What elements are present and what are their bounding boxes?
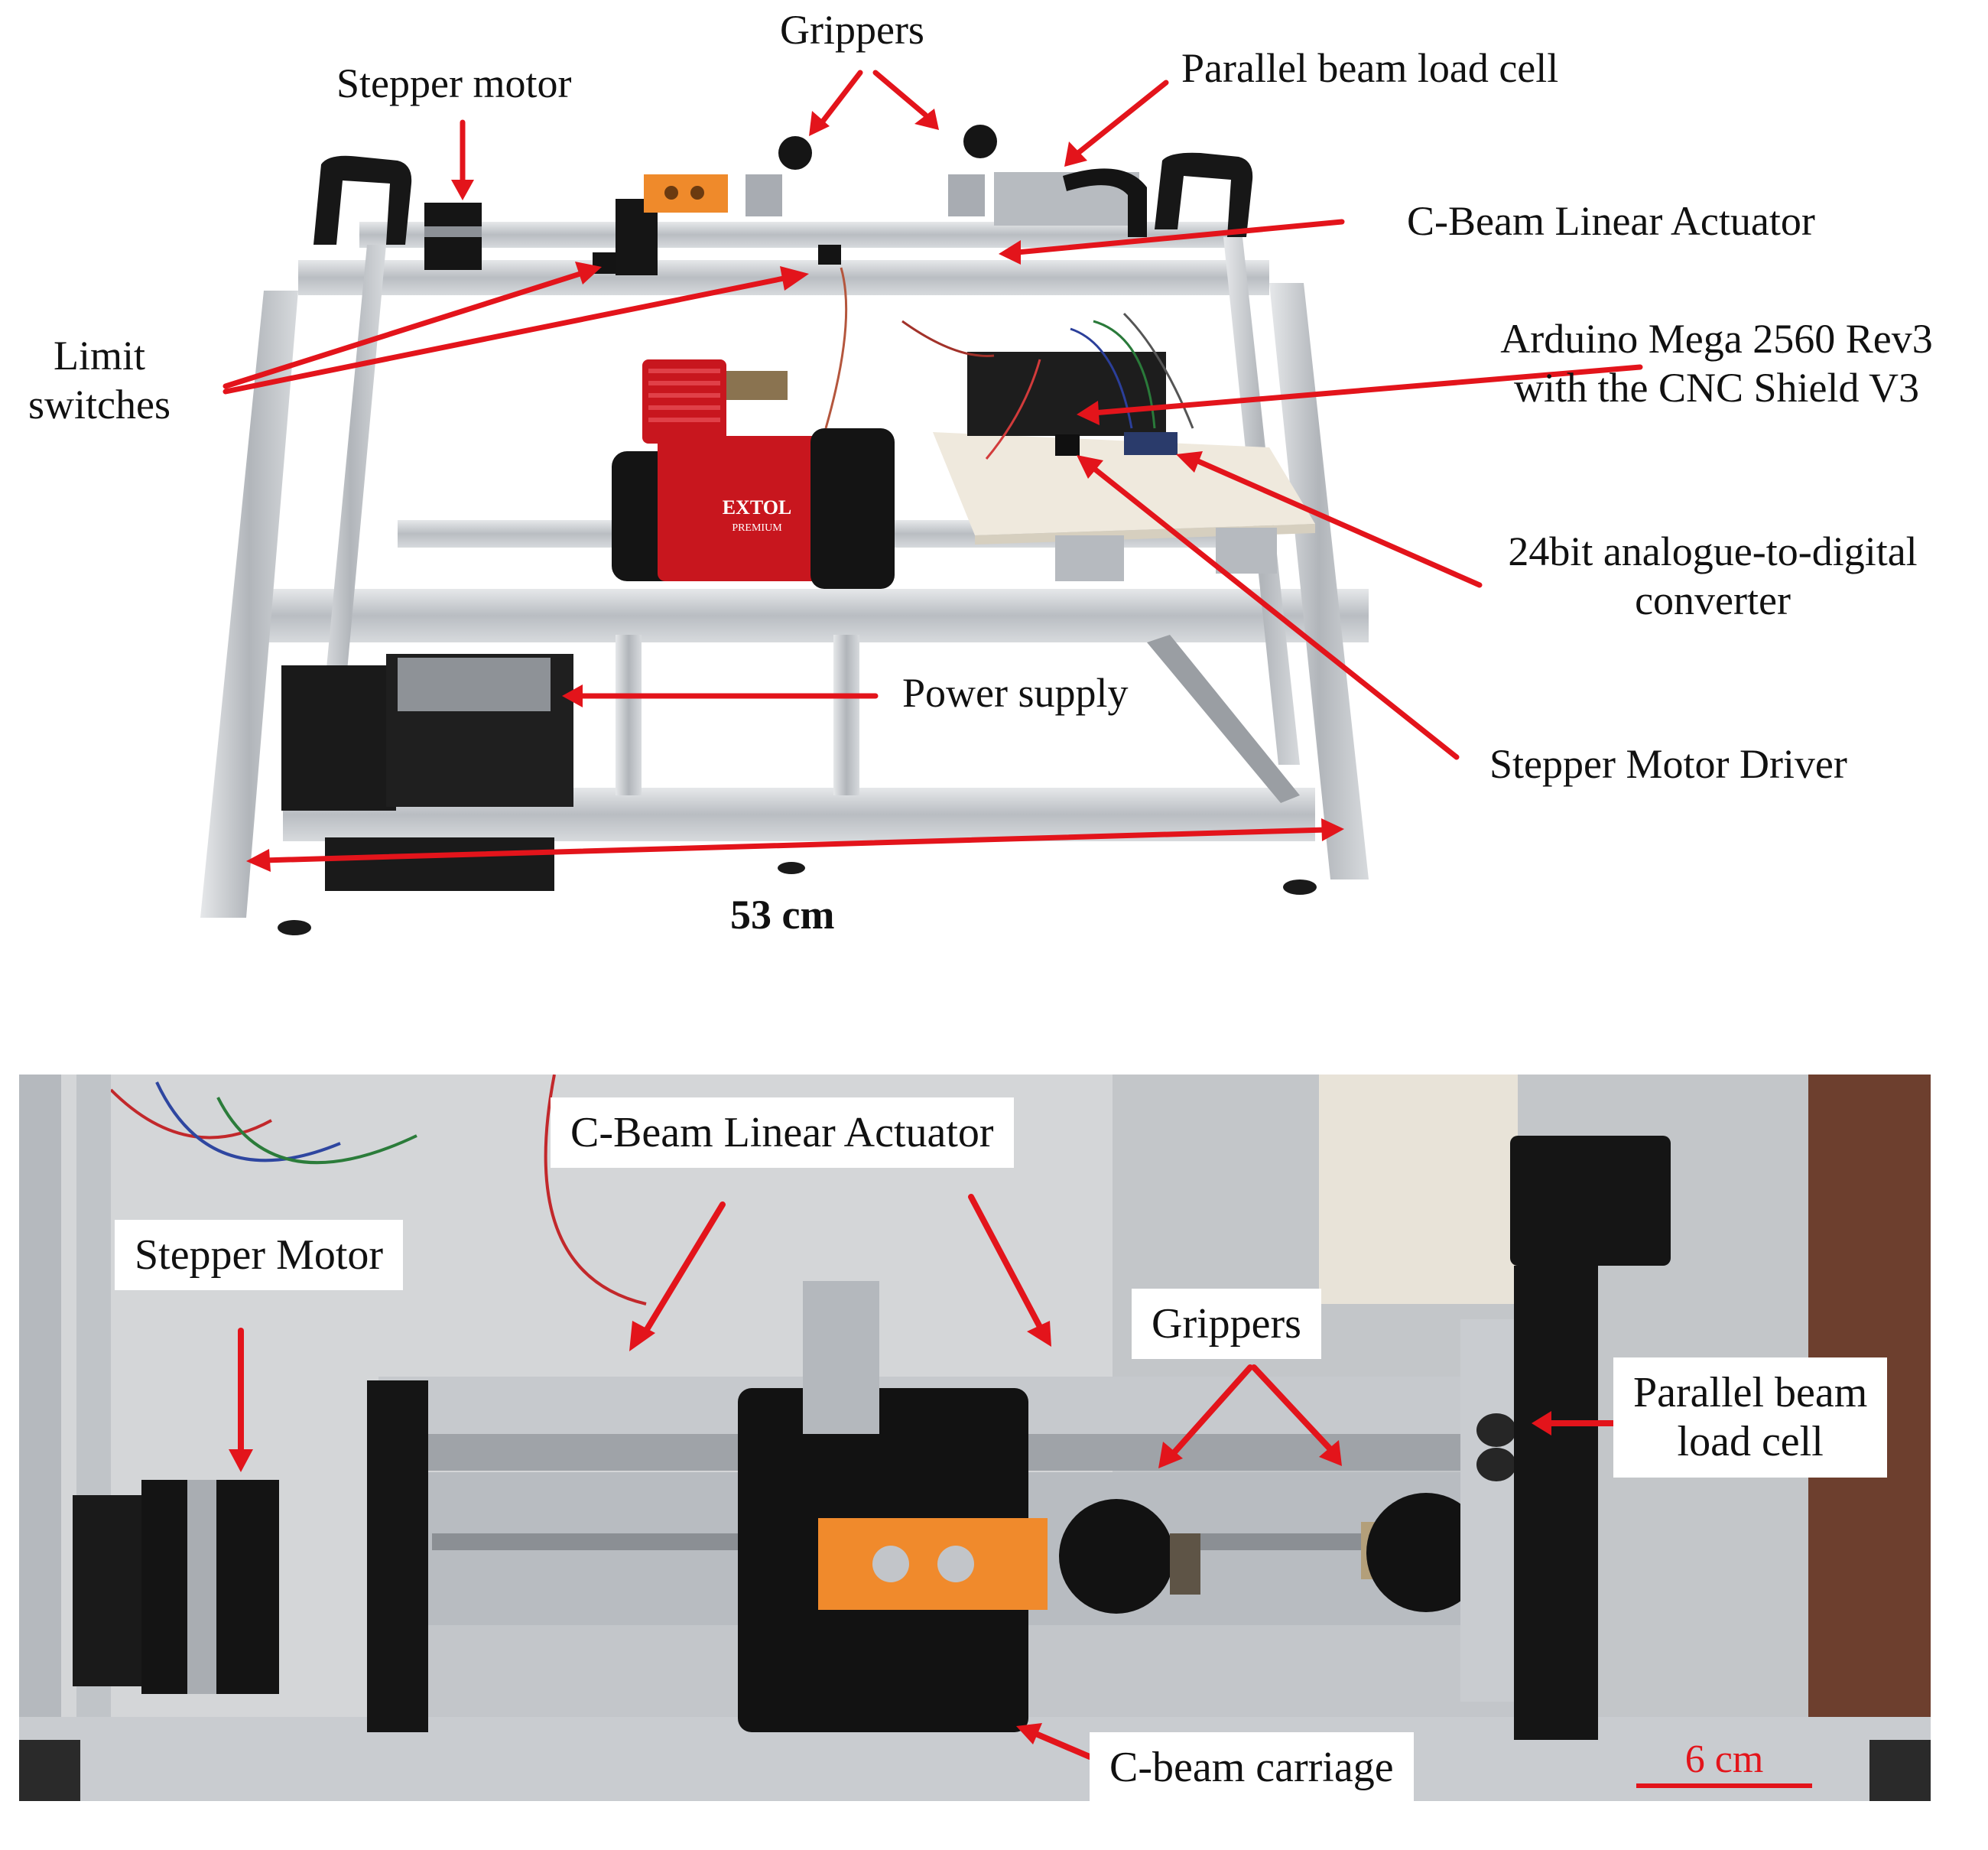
orange-block-hole-2 xyxy=(690,186,704,200)
compressor-tank-end-right xyxy=(810,428,895,589)
load-cell-hole-top xyxy=(1476,1413,1516,1447)
wires xyxy=(824,267,1194,460)
middle-rail-front xyxy=(245,589,1369,642)
label-limit-switches: Limit switches xyxy=(15,332,184,429)
top-arrows xyxy=(223,70,1643,872)
label-arduino: Arduino Mega 2560 Rev3 with the CNC Shie… xyxy=(1457,315,1977,412)
handle-right xyxy=(1155,152,1253,237)
adc-board xyxy=(1124,432,1178,455)
gripper-knob-left xyxy=(1059,1499,1174,1614)
load-cell-hole-bottom xyxy=(1476,1448,1516,1481)
bottom-photo: 6 cm xyxy=(19,1075,1931,1801)
label-c-beam-linear-actuator-bottom: C-Beam Linear Actuator xyxy=(551,1097,1014,1169)
label-parallel-beam-load-cell-top: Parallel beam load cell xyxy=(1181,45,1559,91)
stepper-driver-chip xyxy=(1055,434,1080,456)
orange-spacer-screw-2 xyxy=(937,1546,974,1582)
carriage-angle-bracket xyxy=(803,1281,879,1434)
label-limit-switches-line2: switches xyxy=(28,381,171,428)
upright-front-left xyxy=(200,291,298,918)
motor-end-plate xyxy=(367,1380,428,1732)
upright-inner-1 xyxy=(616,635,642,795)
label-parallel-beam-line2: load cell xyxy=(1677,1418,1824,1466)
power-supply-mesh xyxy=(398,658,551,711)
upright-inner-2 xyxy=(833,635,859,795)
orange-block-hole-1 xyxy=(664,186,678,200)
stepper-motor-band xyxy=(424,226,482,237)
foot-left xyxy=(278,920,311,935)
gripper-right-knob xyxy=(963,125,997,158)
corner-bracket-left xyxy=(19,1740,80,1801)
scale-bar-label: 6 cm xyxy=(1685,1738,1764,1781)
gripper-left-knob xyxy=(778,136,812,170)
upright-front-right xyxy=(1269,283,1369,879)
label-power-supply: Power supply xyxy=(902,670,1129,716)
label-c-beam-carriage: C-beam carriage xyxy=(1090,1732,1414,1803)
label-stepper-motor-top: Stepper motor xyxy=(336,60,572,106)
label-grippers-top: Grippers xyxy=(780,7,924,53)
profile-left-outer xyxy=(19,1075,61,1740)
breadboard xyxy=(933,432,1315,535)
gripper-knob-right xyxy=(1366,1493,1486,1612)
label-stepper-motor-bottom: Stepper Motor xyxy=(115,1220,404,1291)
motor-band xyxy=(187,1480,216,1694)
orange-spacer-screw-1 xyxy=(872,1546,909,1582)
load-cell-mount xyxy=(1514,1266,1598,1740)
motor-face xyxy=(73,1495,149,1686)
compressor-subbrand: PREMIUM xyxy=(732,522,782,534)
power-supply-cover xyxy=(281,665,396,811)
label-limit-switches-line1: Limit xyxy=(54,333,145,379)
bottom-breadboard xyxy=(1319,1075,1518,1304)
gripper-pad-left xyxy=(1170,1533,1200,1595)
compressor-brand: EXTOL xyxy=(723,496,792,519)
din-rail-1 xyxy=(1055,535,1124,581)
bottom-wires xyxy=(109,1075,647,1305)
diagonal-brace xyxy=(1147,635,1300,803)
cable-chain xyxy=(1063,168,1147,237)
foot-center xyxy=(778,862,805,874)
label-stepper-motor-driver: Stepper Motor Driver xyxy=(1489,741,1847,787)
load-cell-top-bracket xyxy=(1510,1136,1671,1266)
label-parallel-beam-line1: Parallel beam xyxy=(1633,1369,1868,1416)
compressor-fins xyxy=(648,369,720,422)
compressor-head xyxy=(642,359,726,444)
gripper-left-body xyxy=(746,174,782,216)
label-width-dimension: 53 cm xyxy=(730,892,835,938)
handle-left xyxy=(313,155,412,245)
label-arduino-line1: Arduino Mega 2560 Rev3 xyxy=(1500,316,1933,362)
compressor-tank xyxy=(658,436,833,581)
upright-back-left xyxy=(315,245,386,788)
label-arduino-line2: with the CNC Shield V3 xyxy=(1513,364,1920,411)
label-grippers-bottom: Grippers xyxy=(1132,1289,1321,1360)
limit-switch-2 xyxy=(818,245,841,265)
label-adc: 24bit analogue-to-digital converter xyxy=(1476,528,1950,625)
label-adc-line2: converter xyxy=(1635,577,1791,623)
label-c-beam-linear-actuator-top: C-Beam Linear Actuator xyxy=(1407,198,1815,244)
bottom-arrows xyxy=(229,1194,1616,1760)
power-supply-base xyxy=(325,837,554,891)
corner-bracket-right xyxy=(1869,1740,1931,1801)
label-parallel-beam-load-cell-bottom: Parallel beam load cell xyxy=(1613,1357,1888,1478)
gripper-right-body xyxy=(948,174,985,216)
label-adc-line1: 24bit analogue-to-digital xyxy=(1508,528,1918,574)
lead-screw-left xyxy=(432,1533,761,1550)
din-rail-2 xyxy=(1216,528,1277,574)
lead-screw-right xyxy=(1197,1533,1372,1550)
orange-spacer xyxy=(818,1518,1048,1610)
compressor-valve xyxy=(726,371,788,400)
arduino-board xyxy=(967,352,1166,436)
orange-block xyxy=(644,174,728,213)
top-photo: EXTOL PREMIUM xyxy=(200,70,1643,935)
foot-right xyxy=(1283,879,1317,895)
